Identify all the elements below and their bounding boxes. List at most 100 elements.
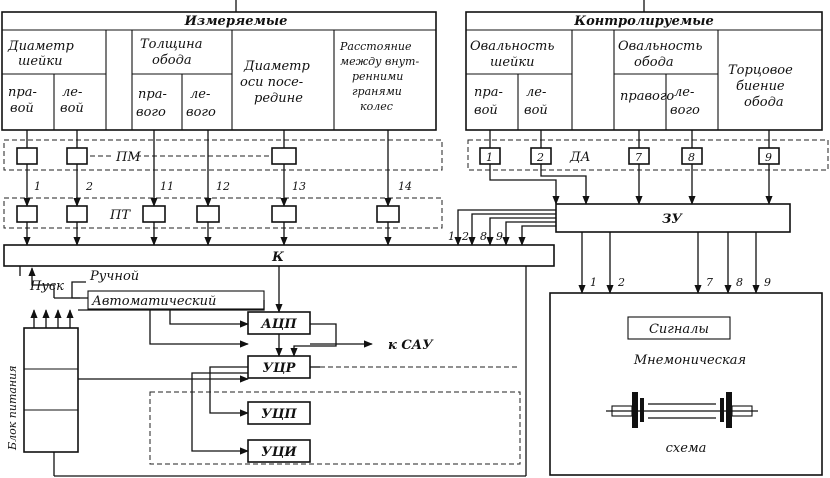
- zu-in-8: 8: [480, 230, 487, 243]
- rim-ovality-left-label-2: вого: [670, 103, 700, 118]
- pt-sensor-1: [16, 205, 38, 223]
- pm-row-frame: [3, 139, 443, 171]
- zu-in-2: 2: [461, 230, 469, 243]
- zu-in-9: 9: [496, 230, 503, 243]
- controlled-channel-wires: [489, 130, 773, 205]
- da-sensor-row: 1 2 ДА 7 8 9: [467, 139, 829, 171]
- controlled-header: Контролируемые: [573, 14, 713, 29]
- control-area: Пуск Ручной Автоматический Блок питания …: [6, 266, 527, 477]
- axle-diameter-label-3: редине: [254, 91, 303, 106]
- controlled-table-frame: [465, 11, 823, 131]
- axle-diameter-label-2: оси посе-: [240, 75, 303, 90]
- ucr-label: УЦР: [263, 361, 297, 376]
- zu-out-9: 9: [764, 276, 771, 289]
- measured-channel-wires: 1 2 11 12 13 14: [23, 130, 412, 246]
- rim-ovality-left-label-1: ле-: [674, 85, 694, 100]
- pt-label: ПТ: [109, 208, 131, 223]
- zu-label: ЗУ: [662, 212, 683, 227]
- rim-ovality-label-2: обода: [634, 55, 674, 70]
- pm-sensor-2: [66, 147, 88, 165]
- rim-ovality-label-1: Овальность: [618, 39, 702, 54]
- zu-out-1: 1: [590, 276, 597, 289]
- zu-out-2: 2: [617, 276, 625, 289]
- scheme-label: схема: [666, 441, 707, 456]
- k-switch-block: К: [3, 244, 555, 267]
- pt-sensor-14: [376, 205, 400, 223]
- da-sensor-7-label: 7: [635, 151, 642, 164]
- power-unit-box: [23, 327, 79, 453]
- zu-block: ЗУ 1 2 8 9 1 2 7 8 9: [448, 203, 791, 294]
- pt-sensor-11: [142, 205, 166, 223]
- face-runout-label-3: обода: [744, 95, 784, 110]
- ovality-left-label-2: вой: [524, 103, 548, 118]
- display-panel-frame: [549, 292, 823, 476]
- measured-table-frame: [1, 11, 437, 131]
- pm-sensor-13: [271, 147, 297, 165]
- face-runout-label-1: Торцовое: [728, 63, 793, 78]
- channel-1-number: 1: [34, 180, 41, 193]
- k-label: К: [271, 250, 284, 265]
- rim-left-label-2: вого: [186, 105, 216, 120]
- ovality-right-label-1: пра-: [474, 85, 503, 100]
- display-panel: Сигналы Мнемоническая схема: [549, 292, 823, 476]
- manual-wire: [71, 281, 86, 299]
- measured-table: Измеряемые Диаметр шейки пра- вой ле- во…: [1, 0, 437, 131]
- rim-right-label-1: пра-: [138, 87, 167, 102]
- ovality-left-label-1: ле-: [526, 85, 546, 100]
- uci-label: УЦИ: [261, 445, 297, 460]
- automatic-label: Автоматический: [91, 294, 216, 309]
- channel-12-number: 12: [216, 180, 230, 193]
- journal-right-label-1: пра-: [8, 85, 37, 100]
- signals-label: Сигналы: [649, 322, 709, 337]
- signals-box: [627, 316, 731, 340]
- controlled-table: Контролируемые Овальность шейки пра- вой…: [465, 0, 823, 131]
- inner-distance-label-3: ренними: [352, 70, 403, 83]
- rim-left-label-1: ле-: [190, 87, 210, 102]
- start-label: Пуск: [29, 279, 64, 294]
- wheelset-icon: [606, 392, 758, 428]
- ucp-label: УЦП: [261, 407, 297, 422]
- to-sau-label: к САУ: [388, 338, 434, 353]
- da-sensor-2-label: 2: [536, 151, 544, 164]
- pt-sensor-2: [66, 205, 88, 223]
- da-sensor-9-label: 9: [765, 151, 772, 164]
- mnemonic-label: Мнемоническая: [633, 353, 746, 368]
- channel-13-number: 13: [292, 180, 306, 193]
- inner-distance-label-1: Расстояние: [339, 40, 412, 53]
- journal-diameter-label-2: шейки: [18, 54, 63, 69]
- adc-label: АЦП: [260, 317, 297, 332]
- ovality-right-label-2: вой: [474, 103, 498, 118]
- pt-sensor-12: [196, 205, 220, 223]
- face-runout-label-2: биение: [736, 79, 785, 94]
- pt-sensor-row: ПТ: [3, 197, 443, 229]
- pt-row-frame: [3, 197, 443, 229]
- da-sensor-1-label: 1: [486, 151, 493, 164]
- journal-left-label-2: вой: [60, 101, 84, 116]
- channel-14-number: 14: [398, 180, 412, 193]
- da-sensor-8-label: 8: [688, 151, 695, 164]
- zu-out-8: 8: [736, 276, 743, 289]
- rim-thickness-label-2: обода: [152, 53, 192, 68]
- rim-right-label-2: вого: [136, 105, 166, 120]
- channel-2-number: 2: [85, 180, 93, 193]
- rim-thickness-label-1: Толщина: [140, 37, 202, 52]
- pm-label: ПМ: [115, 150, 141, 165]
- journal-diameter-label-1: Диаметр: [7, 39, 74, 54]
- journal-ovality-label-1: Овальность: [470, 39, 554, 54]
- pm-sensor-row: ПМ: [3, 139, 443, 171]
- zu-out-7: 7: [706, 276, 713, 289]
- pm-sensor-1: [16, 147, 38, 165]
- axle-diameter-label-1: Диаметр: [243, 59, 310, 74]
- rim-ovality-right-label-1: правого: [620, 89, 674, 104]
- power-unit-label: Блок питания: [6, 365, 19, 451]
- display-dashed-region: [149, 391, 521, 465]
- channel-11-number: 11: [160, 180, 174, 193]
- inner-distance-label-4: гранями: [352, 85, 402, 98]
- zu-in-1: 1: [448, 230, 455, 243]
- inner-distance-label-5: колес: [360, 100, 393, 113]
- da-row-frame: [467, 139, 829, 171]
- pt-sensor-13: [271, 205, 297, 223]
- measured-header: Измеряемые: [184, 14, 288, 29]
- journal-right-label-2: вой: [10, 101, 34, 116]
